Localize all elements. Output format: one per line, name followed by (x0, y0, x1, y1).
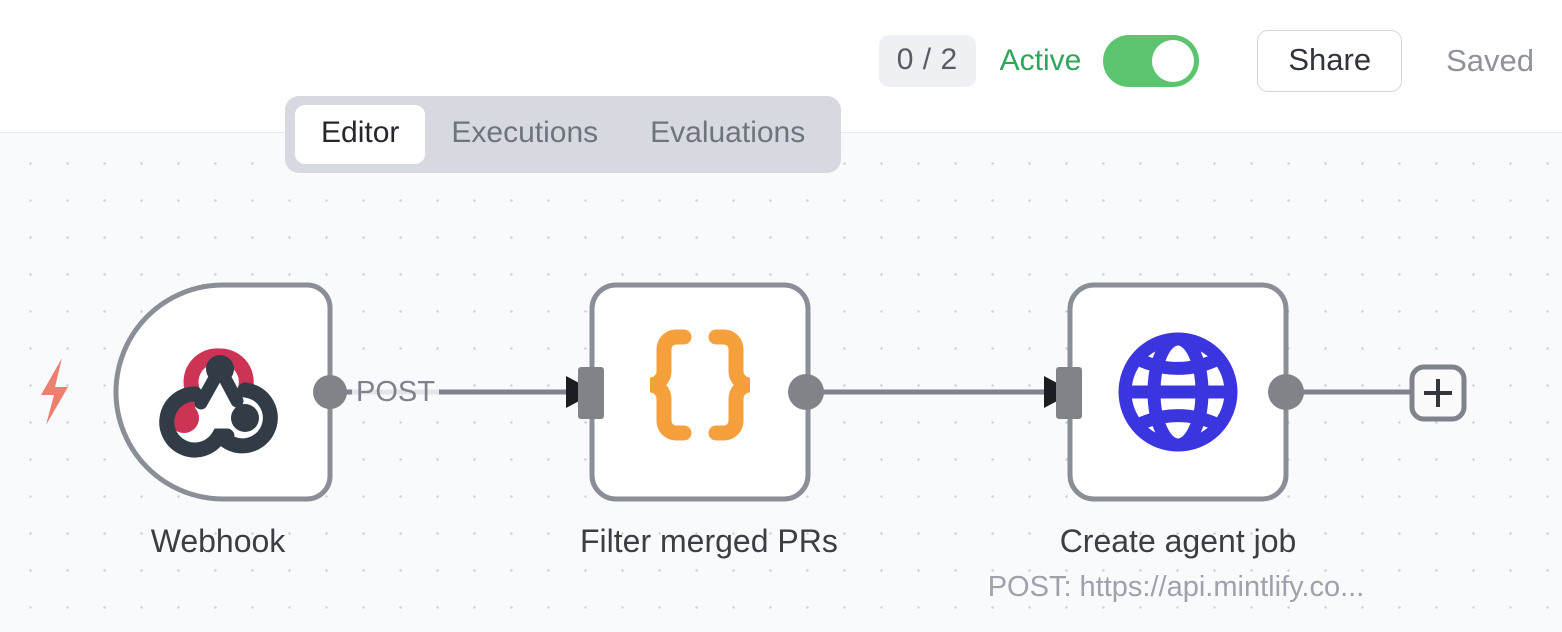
workflow-active-label: Active (999, 44, 1082, 77)
tab-executions[interactable]: Executions (451, 116, 599, 149)
workflow-canvas[interactable]: POST Webhook Filter merged PRs Create ag… (0, 133, 1562, 632)
tab-editor[interactable]: Editor (295, 105, 426, 164)
share-button[interactable]: Share (1257, 30, 1403, 92)
add-node-button[interactable] (1409, 364, 1467, 422)
node-filter-merged-prs[interactable] (578, 282, 824, 502)
header-actions: 0 / 2 Active Share Saved (878, 0, 1534, 122)
create-agent-job-output-port[interactable] (1268, 374, 1304, 410)
filter-output-port[interactable] (788, 374, 824, 410)
saved-status-label: Saved (1446, 43, 1534, 78)
node-subtitle-create-agent-job: POST: https://api.mintlify.co... (987, 571, 1365, 603)
filter-input-port[interactable] (578, 367, 604, 419)
workflow-active-toggle[interactable] (1103, 35, 1200, 87)
node-create-agent-job[interactable] (1056, 282, 1304, 502)
code-braces-icon (649, 329, 751, 441)
globe-icon (1118, 332, 1238, 452)
node-label-filter-merged-prs: Filter merged PRs (580, 523, 838, 559)
lightning-bolt-icon (41, 358, 68, 425)
webhook-icon (159, 348, 278, 458)
toggle-knob (1152, 40, 1195, 82)
executions-count-badge: 0 / 2 (878, 35, 976, 87)
tab-evaluations[interactable]: Evaluations (650, 116, 806, 149)
node-label-webhook: Webhook (150, 523, 286, 559)
create-agent-job-input-port[interactable] (1056, 367, 1082, 419)
connection-filter-to-create-agent-job[interactable] (806, 376, 1074, 408)
workflow-graph (41, 282, 1467, 502)
webhook-output-port[interactable] (313, 375, 347, 409)
node-webhook[interactable] (113, 282, 347, 502)
view-tabs: Editor Executions Evaluations (285, 96, 842, 173)
node-label-create-agent-job: Create agent job (1059, 523, 1297, 559)
connection-label-post: POST (352, 376, 439, 409)
